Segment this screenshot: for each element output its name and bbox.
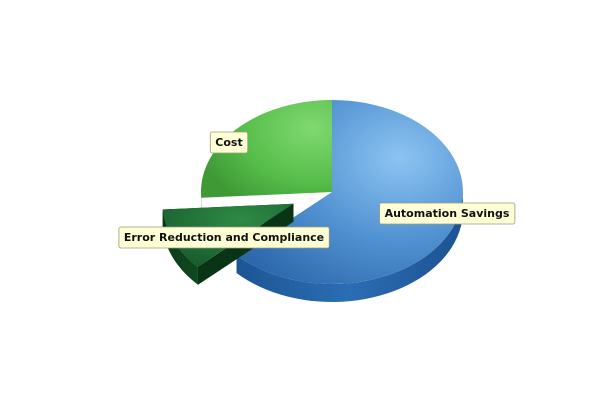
slice-cost	[201, 100, 332, 216]
data-label-text: Automation Savings	[385, 207, 510, 220]
data-label-text: Cost	[215, 136, 242, 149]
data-label-text: Error Reduction and Compliance	[124, 231, 324, 244]
data-label-automation-savings: Automation Savings	[380, 203, 515, 224]
data-label-error-reduction-and-compliance: Error Reduction and Compliance	[119, 227, 329, 248]
slices-layer	[163, 100, 463, 302]
data-label-cost: Cost	[210, 132, 247, 153]
